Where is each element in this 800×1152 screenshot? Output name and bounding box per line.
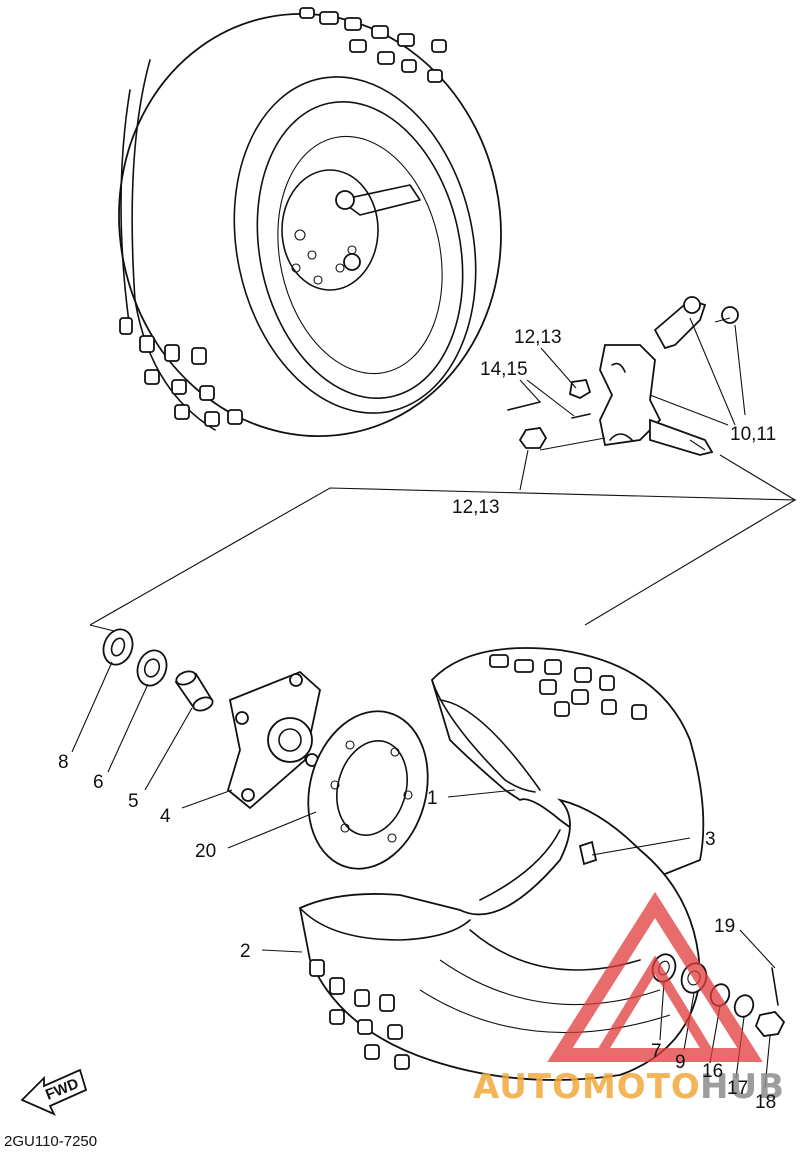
label-part-4: 4 (160, 806, 171, 827)
label-part-20: 20 (195, 841, 216, 862)
tire (430, 647, 705, 882)
bearing (136, 649, 168, 687)
washer-17 (733, 994, 755, 1018)
label-part-18: 18 (755, 1092, 776, 1113)
label-part-8: 8 (58, 752, 69, 773)
label-part-3: 3 (705, 829, 716, 850)
watermark-text-right: HUB (700, 1067, 785, 1107)
label-part-2: 2 (240, 941, 251, 962)
callout-labels: 1 2 3 4 5 6 7 8 9 10,11 12,13 12,13 14,1… (58, 327, 776, 1113)
axle-nut (754, 1011, 786, 1037)
steering-knuckle-assembly (507, 296, 746, 491)
label-part-17: 17 (727, 1078, 748, 1099)
exploded-view-frame (89, 454, 797, 633)
watermark-text-left: AUTOMOTO (473, 1067, 701, 1107)
cotter-pin (771, 967, 779, 1006)
label-part-19: 19 (714, 916, 735, 937)
label-part-1: 1 (427, 788, 438, 809)
wheel-rim (298, 798, 701, 1081)
forward-arrow-icon: FWD (20, 1068, 88, 1116)
triangle-logo-icon (547, 891, 763, 1062)
valve (578, 840, 598, 866)
label-part-5: 5 (128, 791, 139, 812)
label-part-9: 9 (675, 1052, 686, 1073)
label-part-12-13-lower: 12,13 (452, 497, 500, 518)
wheel-hub (226, 670, 321, 810)
automotohub-logo (547, 891, 763, 1062)
label-part-6: 6 (93, 772, 104, 793)
label-part-12-13-upper: 12,13 (514, 327, 562, 348)
spacer (174, 670, 214, 712)
diagram-code: 2GU110-7250 (4, 1133, 97, 1150)
label-part-14-15: 14,15 (480, 359, 528, 380)
brake-disc (307, 710, 429, 870)
oil-seal (102, 628, 134, 666)
label-part-10-11: 10,11 (730, 424, 776, 445)
assembled-wheel (118, 7, 502, 437)
label-part-16: 16 (702, 1061, 723, 1082)
label-part-7: 7 (651, 1041, 662, 1062)
